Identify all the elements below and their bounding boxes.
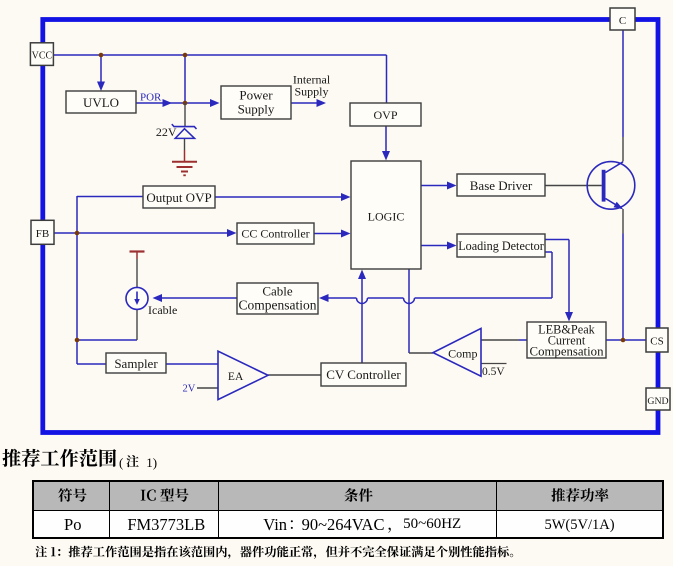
svg-text:FB: FB bbox=[36, 228, 49, 240]
svg-text:2V: 2V bbox=[183, 384, 196, 395]
svg-text:C: C bbox=[619, 15, 626, 27]
svg-text:Comp: Comp bbox=[448, 347, 477, 361]
svg-text:Supply: Supply bbox=[238, 102, 275, 117]
svg-text:Supply: Supply bbox=[294, 85, 328, 99]
svg-text:POR: POR bbox=[140, 92, 162, 104]
svg-text:GND: GND bbox=[647, 396, 668, 407]
svg-text:Compensation: Compensation bbox=[239, 298, 317, 313]
svg-text:EA: EA bbox=[228, 371, 244, 383]
svg-text:Sampler: Sampler bbox=[114, 356, 158, 371]
svg-text:Cable: Cable bbox=[262, 284, 293, 299]
svg-text:CS: CS bbox=[650, 336, 663, 348]
svg-text:Base Driver: Base Driver bbox=[470, 178, 533, 193]
svg-text:22V: 22V bbox=[156, 125, 177, 139]
svg-text:VCC: VCC bbox=[32, 51, 53, 62]
svg-text:Icable: Icable bbox=[148, 303, 177, 317]
svg-text:CV Controller: CV Controller bbox=[326, 367, 401, 382]
svg-text:Power: Power bbox=[239, 88, 273, 103]
svg-text:Output OVP: Output OVP bbox=[146, 190, 211, 205]
svg-text:Current: Current bbox=[548, 334, 586, 348]
svg-text:LOGIC: LOGIC bbox=[368, 210, 405, 224]
svg-text:Loading Detector: Loading Detector bbox=[458, 239, 544, 253]
svg-text:0.5V: 0.5V bbox=[482, 366, 505, 378]
svg-text:Internal: Internal bbox=[293, 73, 331, 87]
svg-text:Compensation: Compensation bbox=[530, 345, 605, 359]
svg-text:OVP: OVP bbox=[373, 108, 397, 122]
svg-text:CC Controller: CC Controller bbox=[241, 227, 309, 241]
svg-text:UVLO: UVLO bbox=[83, 95, 119, 110]
svg-text:LEB&Peak: LEB&Peak bbox=[538, 323, 596, 337]
